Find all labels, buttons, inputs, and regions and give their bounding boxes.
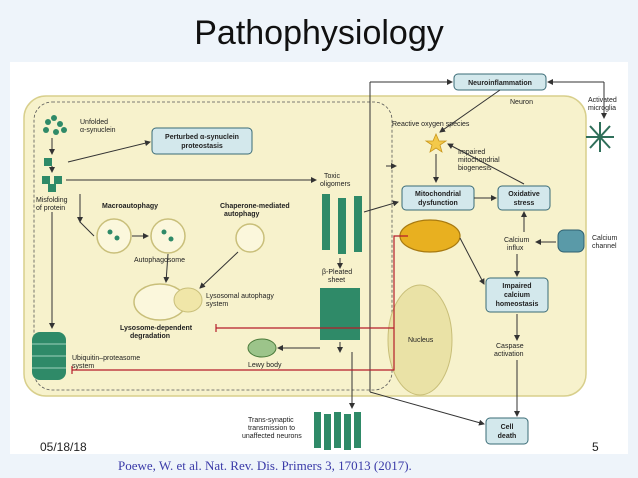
lysosome-icon bbox=[173, 287, 203, 313]
ubiquitin-label-1: Ubiquitin–proteasome bbox=[72, 355, 140, 362]
impaired-calcium-label-2: calcium bbox=[504, 292, 530, 299]
lewy-body-label: Lewy body bbox=[248, 362, 282, 369]
lysosomal-label-1: Lysosomal autophagy bbox=[206, 293, 274, 300]
beta-sheet-label-2: sheet bbox=[328, 277, 345, 284]
oxidative-label-2: stress bbox=[514, 200, 535, 207]
microglia-label-1: Activated bbox=[588, 97, 617, 104]
proteasome-icon bbox=[32, 332, 66, 380]
unfolded-alpha-synuclein-icon bbox=[43, 115, 67, 135]
cell-death-box bbox=[485, 417, 529, 445]
misfolding-label-1: Misfolding bbox=[36, 197, 68, 204]
trans-synaptic-label-2: transmission to bbox=[248, 425, 295, 432]
nucleus-label: Nucleus bbox=[408, 337, 434, 344]
trans-synaptic-label-3: unaffected neurons bbox=[242, 433, 302, 440]
mito-dysfunction-label-1: Mitochondrial bbox=[415, 191, 461, 198]
oligomer-stack-icon bbox=[322, 194, 362, 254]
footer-date: 05/18/18 bbox=[40, 440, 87, 454]
calcium-channel-icon bbox=[557, 229, 585, 253]
calcium-channel-label-1: Calcium bbox=[592, 235, 617, 242]
engulfed-protein-icon bbox=[107, 229, 174, 242]
oxidative-stress-box bbox=[497, 185, 551, 211]
ros-label: Reactive oxygen species bbox=[392, 121, 470, 128]
inhibition-lines bbox=[71, 235, 408, 374]
cytoplasm-region bbox=[33, 101, 393, 391]
neuron-label: Neuron bbox=[510, 99, 533, 106]
oxidative-label-1: Oxidative bbox=[508, 191, 540, 198]
beta-sheet-label-1: β-Pleated bbox=[322, 269, 352, 276]
calcium-influx-label-1: Calcium bbox=[504, 237, 529, 244]
slide-title: Pathophysiology bbox=[194, 14, 444, 52]
unfolded-label-2: α-synuclein bbox=[80, 127, 116, 134]
ros-star-icon bbox=[424, 132, 448, 153]
chaperone-label-2: autophagy bbox=[224, 211, 259, 218]
lysosomal-label-2: system bbox=[206, 301, 228, 308]
nucleus bbox=[387, 284, 453, 396]
pathophysiology-figure: Nucleus Unfolded α-synuclein Misfolding … bbox=[10, 62, 628, 454]
perturbed-label-2: proteostasis bbox=[181, 143, 223, 150]
calcium-influx-label-2: influx bbox=[507, 245, 524, 252]
caspase-label-1: Caspase bbox=[496, 343, 524, 350]
macroautophagy-label: Macroautophagy bbox=[102, 203, 158, 210]
impaired-calcium-label-3: homeostasis bbox=[496, 301, 539, 308]
misfolding-label-2: of protein bbox=[36, 205, 65, 212]
beta-sheet-icon bbox=[320, 288, 360, 340]
pathway-diagram: Nucleus Unfolded α-synuclein Misfolding … bbox=[23, 73, 617, 450]
impaired-calcium-label-1: Impaired bbox=[502, 283, 531, 290]
protein-cube-icon bbox=[48, 184, 56, 192]
citation: Poewe, W. et al. Nat. Rev. Dis. Primers … bbox=[118, 458, 412, 473]
microglia-label-2: microglia bbox=[588, 105, 616, 112]
protein-cube-icon bbox=[42, 176, 50, 184]
calcium-channel-label-2: channel bbox=[592, 243, 617, 250]
lysosome-degradation-label-2: degradation bbox=[130, 333, 170, 340]
autophagosome-icon bbox=[96, 218, 132, 254]
impaired-calcium-box bbox=[485, 277, 549, 313]
perturbed-proteostasis-box bbox=[151, 127, 253, 155]
autophagosome-icon bbox=[150, 218, 186, 254]
perturbed-label-1: Perturbed α-synuclein bbox=[165, 134, 239, 141]
toxic-label-2: oligomers bbox=[320, 181, 351, 188]
caspase-label-2: activation bbox=[494, 351, 524, 358]
neuroinflammation-label: Neuroinflammation bbox=[468, 80, 532, 87]
page-number: 5 bbox=[592, 440, 599, 454]
unfolded-label-1: Unfolded bbox=[80, 119, 108, 126]
autophagosome-label: Autophagosome bbox=[134, 257, 185, 264]
fibril-stack-icon bbox=[314, 412, 361, 450]
chaperone-label-1: Chaperone-mediated bbox=[220, 203, 290, 210]
ubiquitin-label-2: system bbox=[72, 363, 94, 370]
lysosome-degradation-label-1: Lysosome-dependent bbox=[120, 325, 193, 332]
mitochondrion-icon bbox=[399, 219, 461, 253]
toxic-label-1: Toxic bbox=[324, 173, 340, 180]
trans-synaptic-label-1: Trans-synaptic bbox=[248, 417, 294, 424]
cell-death-label-1: Cell bbox=[501, 424, 514, 431]
lewy-body-icon bbox=[247, 338, 277, 358]
cell-death-label-2: death bbox=[498, 433, 517, 440]
mito-dysfunction-label-2: dysfunction bbox=[418, 200, 458, 207]
chaperone-lysosome-icon bbox=[235, 223, 265, 253]
protein-cube-icon bbox=[54, 176, 62, 184]
microglia-icon bbox=[586, 122, 614, 152]
pathway-arrows bbox=[49, 79, 607, 426]
impaired-mito-label-3: biogenesis bbox=[458, 165, 492, 172]
protein-cube-icon bbox=[44, 158, 52, 166]
impaired-mito-label-1: Impaired bbox=[458, 149, 485, 156]
